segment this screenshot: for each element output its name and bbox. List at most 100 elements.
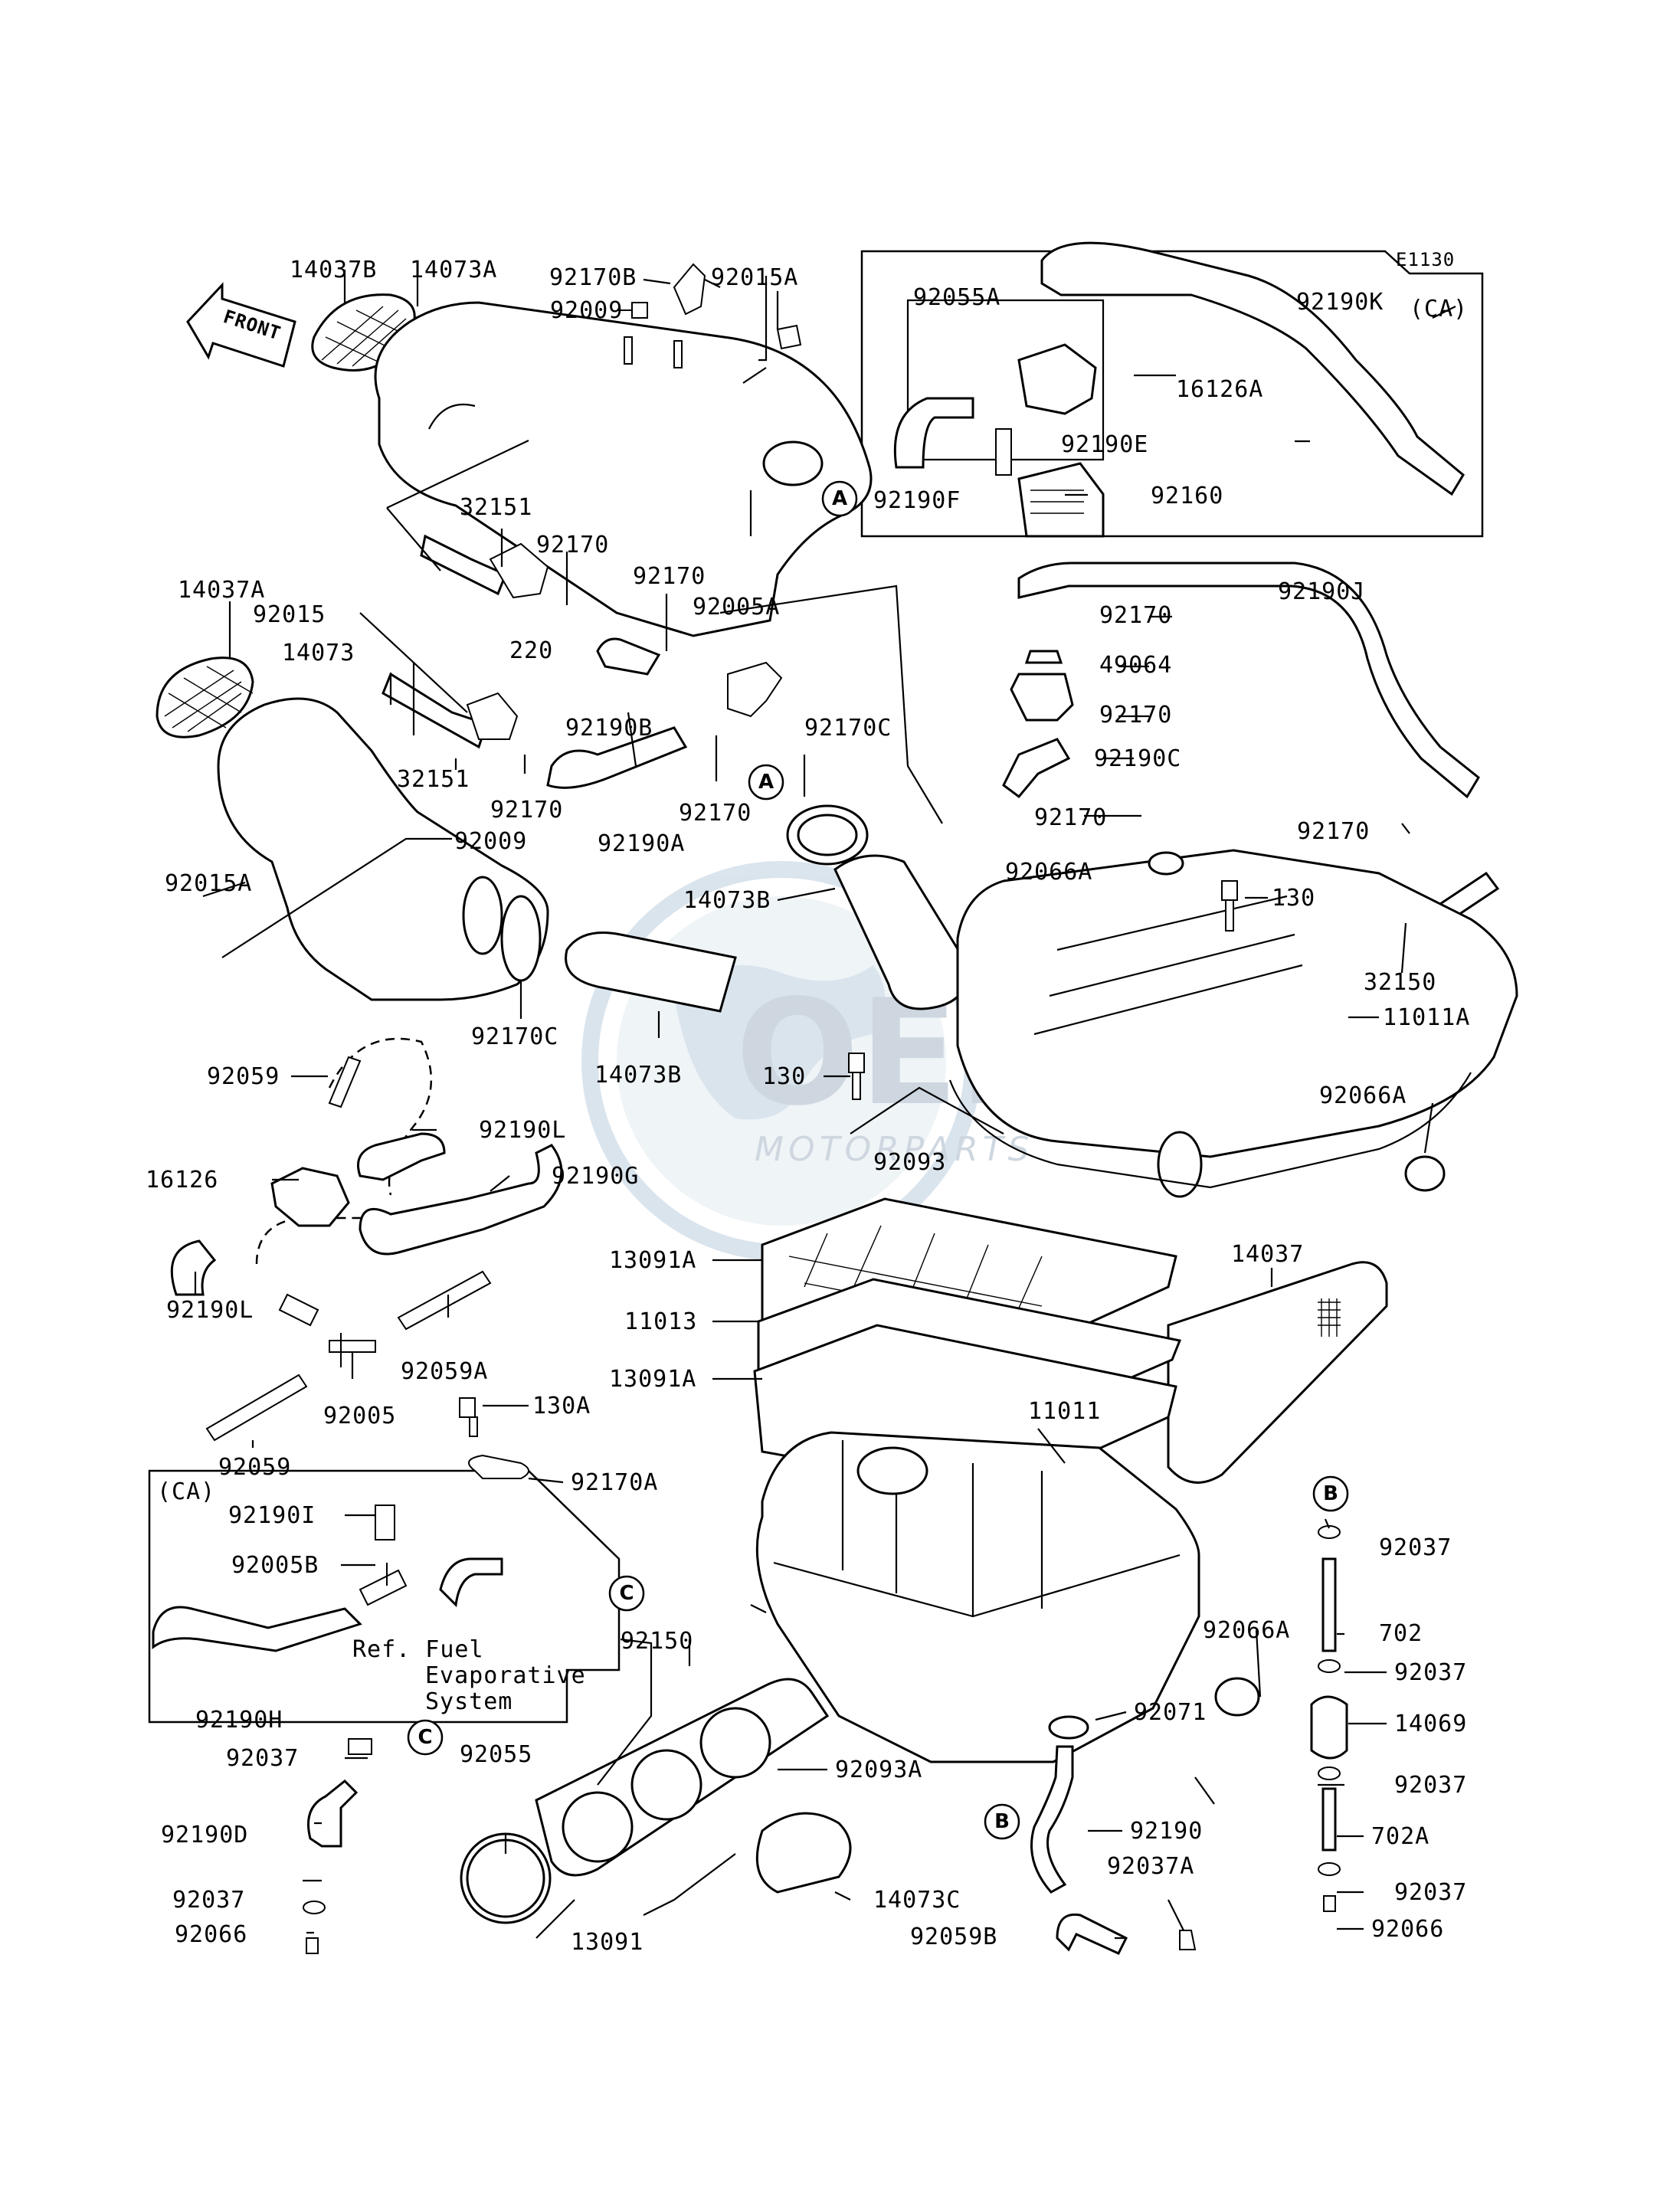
label-92190A: 92190A [598,830,685,857]
svg-text:A: A [832,487,847,510]
label-14037A: 14037A [178,577,265,604]
label-32151-top: 32151 [460,494,532,521]
label-13091A-top: 13091A [609,1247,696,1274]
label-92190K: 92190K [1296,289,1384,316]
label-11011: 11011 [1028,1398,1101,1425]
callout-A-top: A [821,480,858,517]
label-92190C: 92190C [1094,745,1181,772]
label-130-mid: 130 [762,1063,806,1090]
label-92009-mid: 92009 [454,828,527,855]
label-92170B: 92170B [549,264,637,291]
label-92037-c: 92037 [226,1745,299,1772]
label-92005: 92005 [323,1403,396,1429]
svg-text:C: C [619,1582,634,1605]
label-92066A-right: 92066A [1319,1082,1407,1109]
svg-text:B: B [1323,1482,1338,1505]
label-92170-b: 92170 [633,563,706,590]
label-16126: 16126 [146,1167,218,1193]
label-92015A-top: 92015A [711,264,798,291]
part-box-11011 [755,1431,1200,1763]
label-92190L-low: 92190L [166,1297,254,1324]
part-intake-boots [460,1678,852,1924]
label-92170-f: 92170 [1099,702,1172,729]
part-tube-14073B [565,854,968,1013]
label-92059B: 92059B [910,1924,997,1950]
label-92055: 92055 [460,1741,532,1768]
part-small-130A-92170A [468,1416,529,1479]
label-130-top: 130 [1272,885,1315,912]
ref-note-line1: Ref. Fuel [352,1636,484,1663]
label-92190L-top: 92190L [479,1117,566,1144]
label-92190H: 92190H [195,1707,283,1734]
label-14073C: 14073C [873,1887,961,1914]
label-220: 220 [509,637,553,664]
part-ca-valve-group [893,241,1465,538]
callout-B-bottom: B [984,1803,1020,1840]
label-92015A-left: 92015A [165,870,252,897]
label-49064: 49064 [1099,652,1172,679]
label-92037-b3: 92037 [1394,1772,1467,1799]
part-right-column [1310,1525,1348,1912]
label-14073B-top: 14073B [683,887,771,914]
callout-B-right: B [1312,1475,1349,1512]
leader-lines [194,270,1456,1940]
part-duct-14073 [217,697,549,1001]
label-92170-e: 92170 [1099,602,1172,629]
label-11013: 11013 [624,1308,697,1335]
label-92190F: 92190F [873,487,961,514]
part-screen-14037A [156,656,254,738]
label-702A: 702A [1371,1823,1429,1850]
label-92037-b1: 92037 [1379,1534,1452,1561]
label-92170-g: 92170 [1034,804,1107,831]
part-duct-14073A [374,301,873,637]
label-92190D: 92190D [161,1822,248,1848]
front-arrow: FRONT [186,282,296,368]
part-hose-92190J [1002,562,1480,799]
callout-A-mid: A [748,764,784,801]
ref-note-line2: Evaporative [425,1662,586,1689]
label-92170-d: 92170 [679,800,752,827]
callout-C-box: C [608,1575,645,1612]
part-drain-hoses [1030,1677,1260,1955]
svg-text:A: A [758,771,774,794]
label-32151-mid: 32151 [397,766,470,793]
label-92150: 92150 [621,1628,693,1655]
ca-box-top-label: (CA) [1410,296,1468,323]
label-92015: 92015 [253,601,326,628]
label-14037B: 14037B [290,257,377,283]
label-92093A: 92093A [835,1757,922,1783]
label-92170-h: 92170 [1297,818,1370,845]
label-14073A: 14073A [410,257,497,283]
part-bottom-left [303,1738,372,1954]
label-92009-top: 92009 [550,297,623,324]
label-92059-top: 92059 [207,1063,280,1090]
label-13091A-low: 13091A [609,1366,696,1393]
label-92093: 92093 [873,1149,946,1176]
label-92059A: 92059A [401,1358,488,1385]
ca-box-bottom-label: (CA) [157,1478,215,1505]
ca-box-bottom: (CA) [148,1469,621,1724]
part-hose-92190B [546,637,688,789]
label-14073B-low: 14073B [594,1062,682,1089]
part-cover-11011A [948,849,1518,1198]
label-16126A: 16126A [1176,376,1263,403]
label-92170C-top: 92170C [804,715,892,742]
label-130A: 130A [532,1393,591,1419]
callout-C-left: C [407,1719,444,1756]
label-14073: 14073 [282,640,355,666]
part-bolts-130 [459,880,1238,1418]
label-92005B: 92005B [231,1552,319,1579]
part-screen-14037 [1167,1261,1388,1484]
label-92170-a: 92170 [536,532,609,558]
label-92190G: 92190G [552,1163,639,1190]
label-92170-c: 92170 [490,797,563,823]
label-92037A: 92037A [1107,1853,1194,1880]
label-92190J: 92190J [1278,578,1365,605]
part-clamps-92170C [500,804,869,982]
label-92066A-low: 92066A [1203,1617,1290,1644]
part-clips-top [617,263,802,368]
ca-box-top: (CA) [860,250,1484,538]
label-92059-low: 92059 [218,1454,291,1481]
